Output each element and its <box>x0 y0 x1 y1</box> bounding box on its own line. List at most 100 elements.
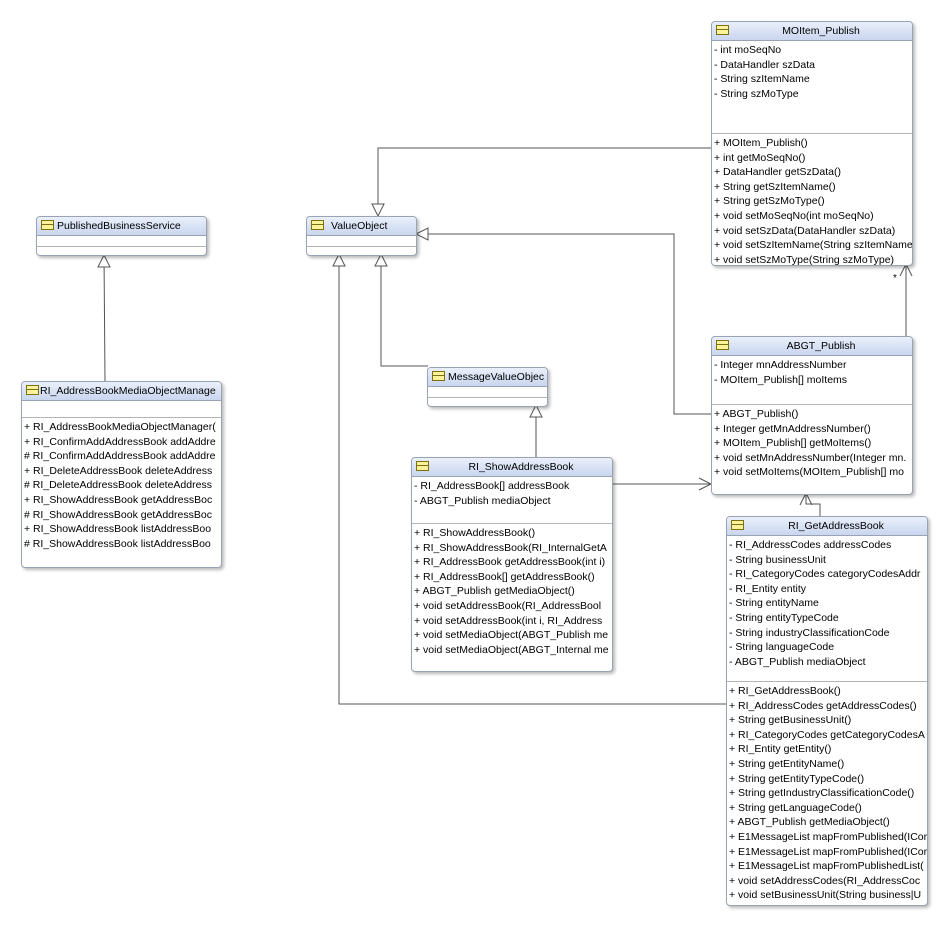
operation-row[interactable]: + RI_AddressBook getAddressBook(int i) <box>414 556 606 569</box>
class-name: PublishedBusinessService <box>57 220 181 232</box>
operation-row[interactable]: + RI_AddressCodes getAddressCodes() <box>729 699 917 712</box>
operation-row[interactable]: + ABGT_Publish() <box>714 408 799 420</box>
class-header: MOItem_Publish <box>712 22 912 41</box>
generalization-arrowhead <box>529 403 543 418</box>
generalization-arrowhead <box>374 252 388 267</box>
attributes-compartment <box>428 387 547 398</box>
operation-row[interactable]: + void setAddressCodes(RI_AddressCoc <box>729 874 921 887</box>
operation-row[interactable]: + E1MessageList mapFromPublishedList( <box>729 860 924 873</box>
operation-row[interactable]: + RI_ConfirmAddAddressBook addAddre <box>24 435 216 448</box>
class-header: RI_AddressBookMediaObjectManage <box>22 382 221 401</box>
edge-moitem-to-valueobject <box>377 147 712 216</box>
operation-row[interactable]: + RI_AddressBookMediaObjectManager( <box>24 421 216 433</box>
attribute-row[interactable]: - String szMoType <box>714 87 799 100</box>
edge-getaddressbook-to-abgt <box>805 493 821 516</box>
operation-row[interactable]: # RI_ShowAddressBook getAddressBoc <box>24 508 212 521</box>
operation-row[interactable]: # RI_ConfirmAddAddressBook addAddre <box>24 450 216 463</box>
attribute-row[interactable]: - int moSeqNo <box>714 44 782 56</box>
attribute-row[interactable]: - RI_AddressBook[] addressBook <box>414 480 570 492</box>
operation-row[interactable]: + String getBusinessUnit() <box>729 714 852 727</box>
attribute-row[interactable]: - String szItemName <box>714 73 810 86</box>
class-header: ABGT_Publish <box>712 337 912 356</box>
attribute-row[interactable]: - ABGT_Publish mediaObject <box>729 655 866 668</box>
operation-row[interactable]: + int getMoSeqNo() <box>714 151 806 164</box>
operation-row[interactable]: + RI_Entity getEntity() <box>729 743 832 756</box>
attribute-row[interactable]: - String entityTypeCode <box>729 611 839 624</box>
attribute-row[interactable]: - String industryClassificationCode <box>729 626 890 639</box>
class-value-object[interactable]: ValueObject <box>306 216 417 256</box>
operation-row[interactable]: + void setSzData(DataHandler szData) <box>714 224 896 237</box>
attribute-row[interactable]: - String businessUnit <box>729 553 826 566</box>
operation-row[interactable]: + String getLanguageCode() <box>729 801 862 814</box>
operation-row[interactable]: + RI_ShowAddressBook listAddressBoo <box>24 523 212 536</box>
class-get-address-book[interactable]: RI_GetAddressBook - RI_AddressCodes addr… <box>726 516 928 906</box>
operation-row[interactable]: + RI_ShowAddressBook getAddressBoc <box>24 493 213 506</box>
operation-row[interactable]: + void setMediaObject(ABGT_Publish me <box>414 629 609 642</box>
operation-row[interactable]: + String getSzItemName() <box>714 180 836 193</box>
operation-row[interactable]: + void setAddressBook(RI_AddressBool <box>414 599 602 612</box>
operation-row[interactable]: + void setBusinessUnit(String business|U <box>729 889 922 902</box>
operation-row[interactable]: + String getEntityTypeCode() <box>729 772 865 785</box>
operation-row[interactable]: + ABGT_Publish getMediaObject() <box>414 585 575 598</box>
operation-row[interactable]: # RI_DeleteAddressBook deleteAddress <box>24 479 212 492</box>
edge-abgt-to-valueobject <box>416 233 712 415</box>
class-name: RI_GetAddressBook <box>788 520 884 532</box>
class-header: RI_ShowAddressBook <box>412 458 612 477</box>
operations-compartment <box>307 247 416 251</box>
operation-row[interactable]: + RI_AddressBook[] getAddressBook() <box>414 570 595 583</box>
operation-row[interactable]: + void setMnAddressNumber(Integer mn. <box>714 451 907 464</box>
attribute-row[interactable]: - RI_Entity entity <box>729 582 807 595</box>
class-name: ValueObject <box>331 220 388 232</box>
operation-row[interactable]: + E1MessageList mapFromPublished(ICor <box>729 845 927 858</box>
attributes-compartment: - Integer mnAddressNumber - MOItem_Publis… <box>712 356 912 405</box>
class-published-business-service[interactable]: PublishedBusinessService <box>36 216 207 256</box>
operation-row[interactable]: + void setSzItemName(String szItemName <box>714 239 912 252</box>
class-icon <box>432 371 445 381</box>
operation-row[interactable]: + MOItem_Publish() <box>714 137 808 149</box>
attribute-row[interactable]: - String entityName <box>729 597 819 610</box>
operation-row[interactable]: + DataHandler getSzData() <box>714 166 841 179</box>
class-address-book-media-object-manager[interactable]: RI_AddressBookMediaObjectManage + RI_Add… <box>21 381 222 568</box>
operation-row[interactable]: + String getSzMoType() <box>714 195 825 208</box>
class-show-address-book[interactable]: RI_ShowAddressBook - RI_AddressBook[] ad… <box>411 457 613 672</box>
operation-row[interactable]: + RI_CategoryCodes getCategoryCodesA <box>729 728 925 741</box>
class-header: PublishedBusinessService <box>37 217 206 236</box>
attribute-row[interactable]: - RI_AddressCodes addressCodes <box>729 539 892 551</box>
generalization-arrowhead <box>97 253 111 268</box>
attribute-row[interactable]: - String languageCode <box>729 641 835 654</box>
operation-row[interactable]: + RI_ShowAddressBook() <box>414 527 536 539</box>
operation-row[interactable]: + RI_DeleteAddressBook deleteAddress <box>24 464 213 477</box>
class-moitem-publish[interactable]: MOItem_Publish - int moSeqNo - DataHandle… <box>711 21 913 266</box>
operation-row[interactable]: + Integer getMnAddressNumber() <box>714 422 871 435</box>
operation-row[interactable]: + void setAddressBook(int i, RI_Address <box>414 614 603 627</box>
operation-row[interactable]: + MOItem_Publish[] getMoItems() <box>714 437 872 450</box>
class-name: MessageValueObjec <box>448 371 545 383</box>
operation-row[interactable]: + void setMoSeqNo(int moSeqNo) <box>714 209 874 222</box>
operations-compartment <box>37 247 206 251</box>
attribute-row[interactable]: - MOItem_Publish[] moItems <box>714 373 848 386</box>
operation-row[interactable]: + ABGT_Publish getMediaObject() <box>729 816 890 829</box>
operation-row[interactable]: + RI_GetAddressBook() <box>729 685 841 697</box>
operations-compartment: + RI_AddressBookMediaObjectManager( + RI_… <box>22 418 221 553</box>
operation-row[interactable]: + E1MessageList mapFromPublished(ICor <box>729 830 927 843</box>
edge-manager-to-publishedbusinessservice <box>103 254 106 382</box>
operation-row[interactable]: + void setSzMoType(String szMoType) <box>714 253 895 266</box>
class-message-value-object[interactable]: MessageValueObjec <box>427 367 548 407</box>
attribute-row[interactable]: - ABGT_Publish mediaObject <box>414 494 551 507</box>
attribute-row[interactable]: - DataHandler szData <box>714 58 815 71</box>
operation-row[interactable]: + RI_ShowAddressBook(RI_InternalGetA <box>414 541 607 554</box>
operation-row[interactable]: # RI_ShowAddressBook listAddressBoo <box>24 537 211 550</box>
operations-compartment: + MOItem_Publish() + int getMoSeqNo() + Da… <box>712 134 912 266</box>
operation-row[interactable]: + void setMoItems(MOItem_Publish[] mo <box>714 466 904 479</box>
attribute-row[interactable]: - Integer mnAddressNumber <box>714 359 847 371</box>
operation-row[interactable]: + void setMediaObject(ABGT_Internal me <box>414 643 609 656</box>
class-header: MessageValueObjec <box>428 368 547 387</box>
operation-row[interactable]: + String getIndustryClassificationCode() <box>729 787 915 800</box>
generalization-arrowhead <box>332 252 346 267</box>
attribute-row[interactable]: - RI_CategoryCodes categoryCodesAddr <box>729 568 921 581</box>
class-icon <box>26 385 39 395</box>
attributes-compartment: - RI_AddressBook[] addressBook - ABGT_Pub… <box>412 477 612 524</box>
class-abgt-publish[interactable]: ABGT_Publish - Integer mnAddressNumber- … <box>711 336 913 495</box>
operation-row[interactable]: + String getEntityName() <box>729 757 845 770</box>
